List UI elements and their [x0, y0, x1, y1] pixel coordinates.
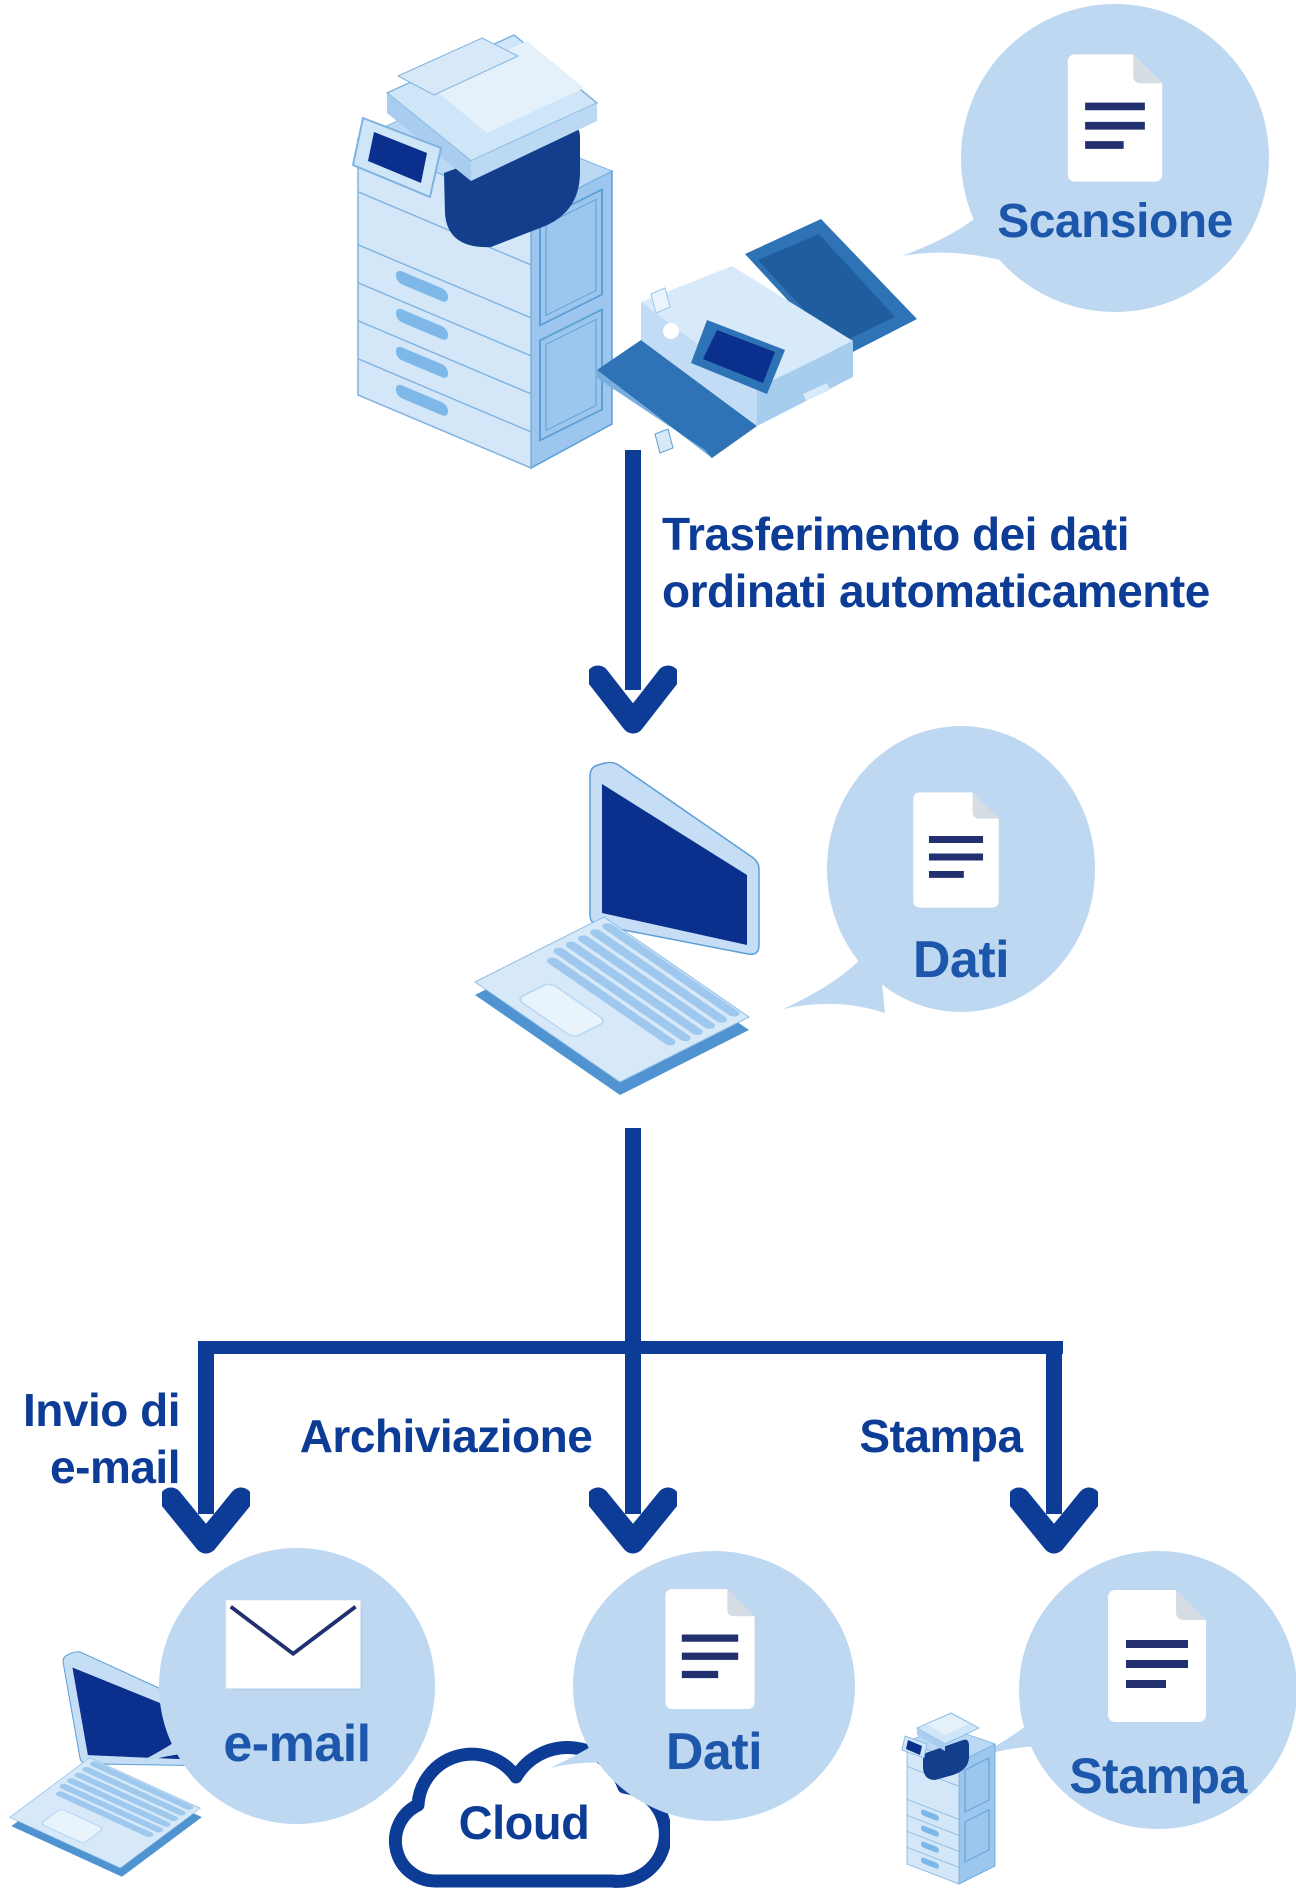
laptop-illustration — [452, 762, 764, 1098]
email-bubble-label: e-mail — [223, 1715, 371, 1773]
branch-archive-label: Archiviazione — [299, 1410, 593, 1462]
data-bubble-tail — [783, 935, 885, 1013]
small-printer-illustration — [901, 1712, 997, 1885]
flow-line-vertical — [625, 1128, 641, 1354]
scan-bubble-label: Scansione — [997, 195, 1233, 248]
data-bubble-label: Dati — [912, 931, 1010, 989]
transfer-label-line2: ordinati automaticamente — [662, 565, 1210, 617]
multifunction-printer-illustration — [351, 34, 614, 470]
document-icon — [908, 788, 1004, 912]
cloud-icon — [388, 1741, 670, 1888]
print-bubble-label: Stampa — [1069, 1748, 1247, 1804]
branch-email-label-line2: e-mail — [50, 1441, 180, 1493]
transfer-label-line1: Trasferimento dei dati — [662, 508, 1130, 560]
branch-email-label-line1: Invio di — [23, 1384, 181, 1436]
document-scanner-illustration — [597, 219, 917, 458]
envelope-icon — [225, 1600, 363, 1691]
transfer-label: Trasferimento dei dati ordinati automati… — [662, 506, 1210, 620]
branch-print-label: Stampa — [859, 1410, 1023, 1462]
cloud-label: Cloud — [458, 1796, 590, 1849]
branch-email-label: Invio di e-mail — [0, 1382, 181, 1496]
document-icon — [1102, 1586, 1212, 1726]
archive-bubble-label: Dati — [665, 1723, 763, 1781]
document-icon — [660, 1584, 760, 1714]
document-icon — [1062, 50, 1168, 186]
